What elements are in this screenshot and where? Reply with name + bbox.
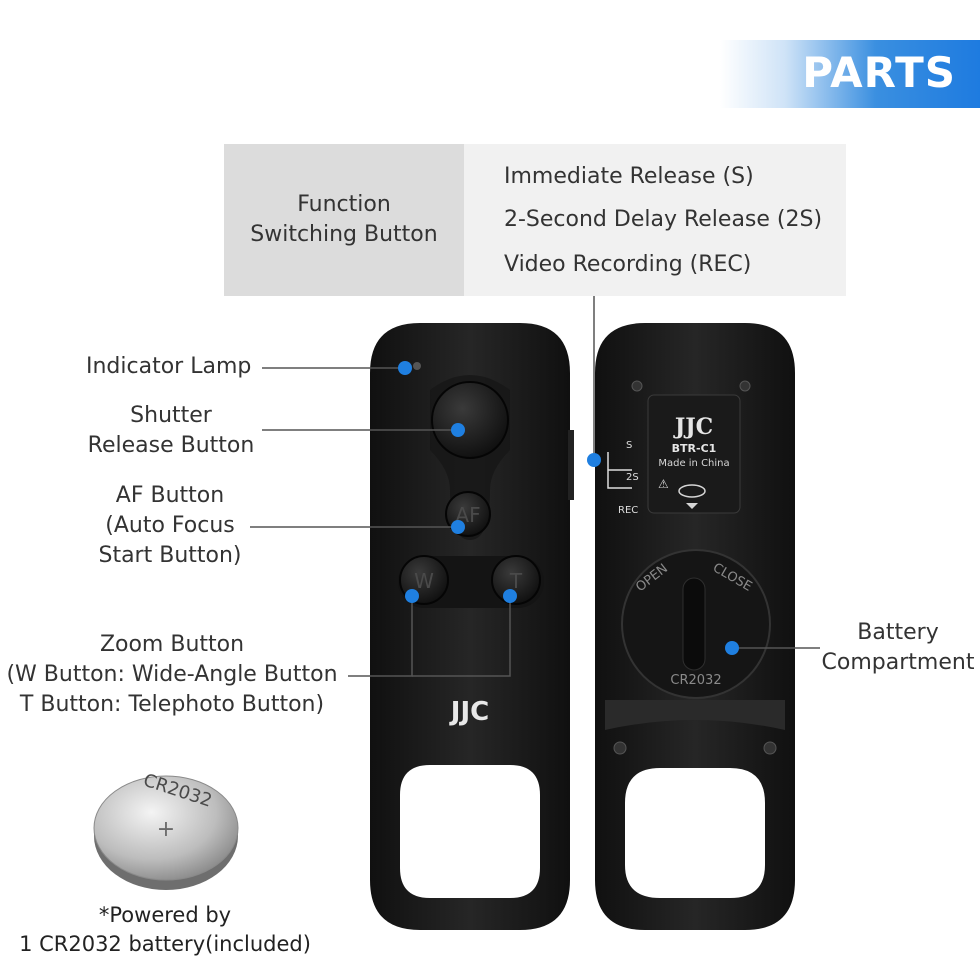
back-brand: JJC — [673, 414, 713, 440]
mode-immediate-release: Immediate Release (S) — [504, 164, 754, 189]
remote-front-body — [370, 323, 570, 930]
model-label-plate — [647, 394, 741, 514]
battery-caption: *Powered by 1 CR2032 battery(included) — [19, 903, 311, 956]
dot-indicator-lamp — [398, 361, 412, 375]
dot-shutter — [451, 423, 465, 437]
switch-pos-2s: 2S — [626, 472, 639, 483]
coin-cell-icon — [678, 484, 706, 498]
dot-af — [451, 520, 465, 534]
function-switch-title: Function Switching Button — [250, 192, 438, 247]
remote-front: AF W T JJC — [370, 323, 574, 930]
shutter-release-button[interactable] — [431, 381, 509, 459]
battery-cover-slot — [682, 577, 706, 671]
side-switch-edge — [568, 430, 574, 500]
battery-plus-icon: + — [157, 817, 175, 842]
warning-icon: ⚠ — [658, 477, 669, 491]
leader-zoom-t — [412, 596, 511, 677]
switch-guide-marks — [607, 452, 632, 489]
cr2032-battery: CR2032 + — [93, 770, 239, 890]
cover-model-label: CR2032 — [670, 673, 721, 688]
screw-top-right — [739, 380, 751, 392]
dot-function-switch — [587, 453, 601, 467]
w-button-label: W — [414, 569, 434, 593]
back-ridge — [605, 700, 785, 730]
switch-pos-rec: REC — [618, 505, 638, 516]
screw-bottom-right — [763, 741, 777, 755]
dot-battery-compartment — [725, 641, 739, 655]
screw-top-left — [631, 380, 643, 392]
t-button[interactable] — [491, 555, 541, 605]
dot-t — [503, 589, 517, 603]
parts-banner: PARTS — [720, 40, 980, 108]
leader-lines — [250, 296, 820, 677]
arrow-down-icon — [686, 503, 698, 509]
back-made-in: Made in China — [658, 458, 729, 469]
label-zoom-button: Zoom Button (W Button: Wide-Angle Button… — [6, 632, 338, 717]
function-switch-panel: Function Switching Button Immediate Rele… — [224, 144, 846, 296]
back-model: BTR-C1 — [672, 442, 717, 455]
mode-video-recording: Video Recording (REC) — [504, 252, 752, 277]
indicator-lamp — [413, 362, 421, 370]
label-battery-compartment: Battery Compartment — [821, 620, 975, 675]
callout-dots — [398, 361, 739, 655]
remote-front-brand: JJC — [449, 697, 489, 727]
t-button-label: T — [509, 569, 523, 593]
remote-back: JJC BTR-C1 Made in China ⚠ S 2S REC OPEN… — [595, 323, 795, 930]
dot-w — [405, 589, 419, 603]
label-shutter-release: Shutter Release Button — [87, 403, 255, 458]
mode-2s-delay-release: 2-Second Delay Release (2S) — [504, 207, 823, 232]
label-af-button: AF Button (Auto Focus Start Button) — [98, 483, 242, 568]
function-switch-title-cell: Function Switching Button — [224, 144, 464, 296]
battery-face — [93, 775, 239, 881]
switch-pos-s: S — [626, 440, 632, 451]
screw-bottom-left — [613, 741, 627, 755]
banner-title: PARTS — [802, 48, 956, 97]
label-indicator-lamp: Indicator Lamp — [86, 354, 252, 379]
